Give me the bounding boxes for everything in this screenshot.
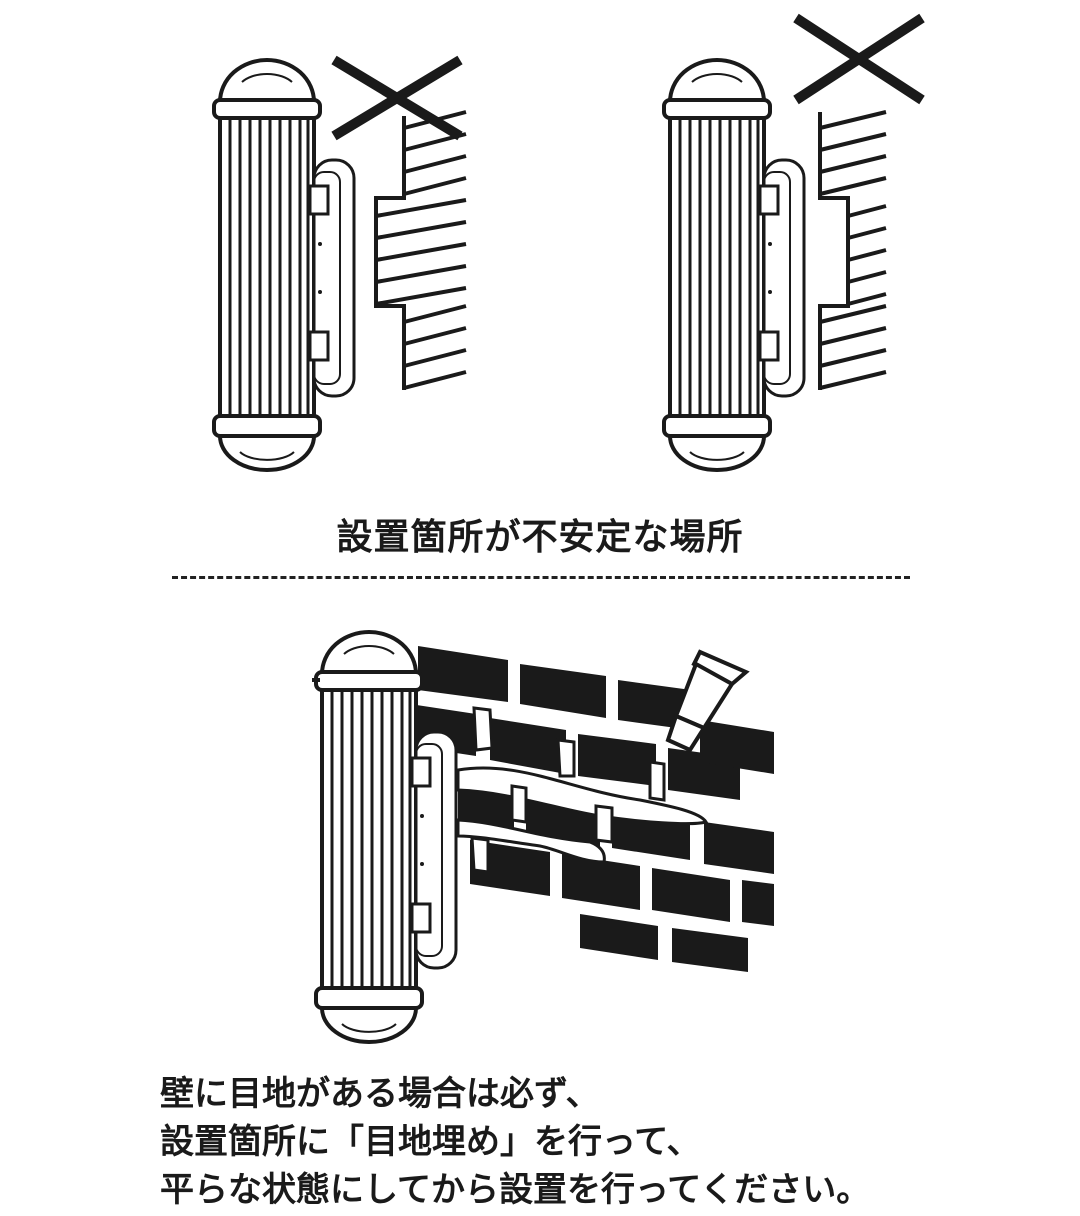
caption-instructions: 壁に目地がある場合は必ず、 設置箇所に「目地埋め」を行って、 平らな状態にしてか… bbox=[160, 1070, 1060, 1214]
sensor-light-icon bbox=[314, 630, 458, 1044]
x-mark-icon bbox=[793, 13, 925, 105]
wall-hatch-protruding bbox=[374, 110, 467, 390]
bad-example-left bbox=[212, 55, 467, 472]
wall-hatch-recessed bbox=[818, 110, 887, 390]
dashed-divider bbox=[172, 576, 910, 579]
sensor-light-icon bbox=[212, 58, 356, 472]
x-mark-icon bbox=[331, 55, 463, 141]
caulk-tube-icon bbox=[665, 649, 750, 753]
instruction-line-1: 壁に目地がある場合は必ず、 bbox=[160, 1074, 600, 1114]
instruction-line-2: 設置箇所に「目地埋め」を行って、 bbox=[160, 1122, 701, 1162]
bad-example-right bbox=[662, 13, 925, 472]
instruction-line-3: 平らな状態にしてから設置を行ってください。 bbox=[160, 1170, 871, 1210]
filled-joints bbox=[456, 706, 709, 874]
sensor-light-icon bbox=[662, 58, 806, 472]
caption-unstable-location: 設置箇所が不安定な場所 bbox=[336, 517, 744, 558]
